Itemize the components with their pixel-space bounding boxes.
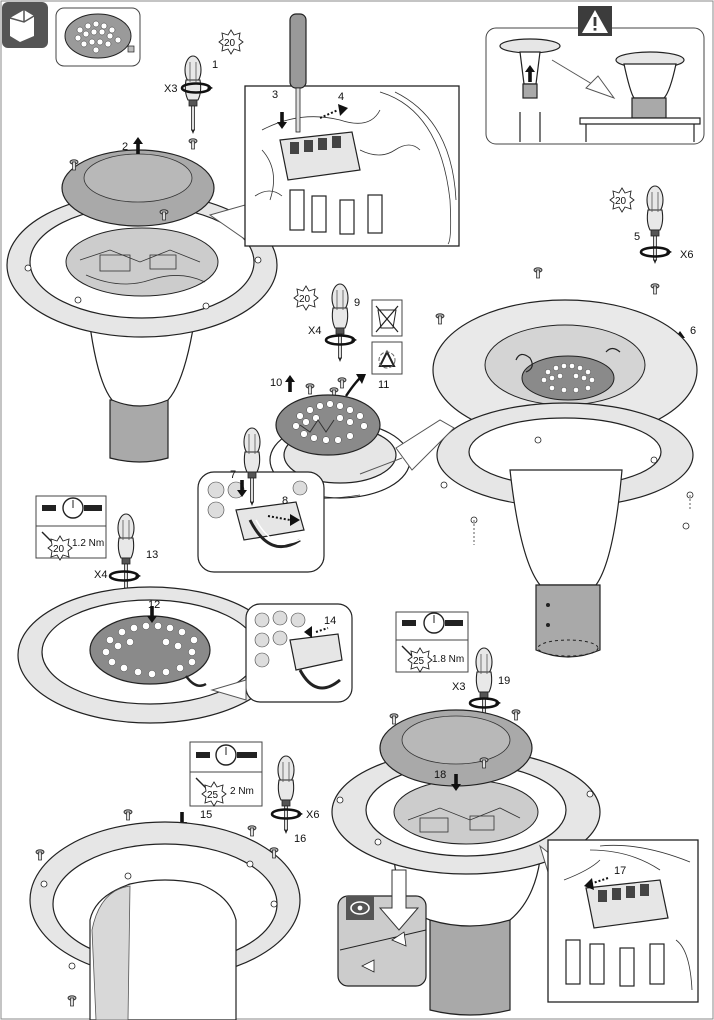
step-17-label: 17: [614, 865, 626, 877]
step-5-6-lamp: 20 5 X6 6: [432, 185, 698, 658]
step-1-label: 1: [212, 59, 218, 71]
torque-1-8nm: 1.8 Nm: [432, 654, 464, 665]
bit-size-25-a: 25: [207, 790, 219, 801]
led-module-icon: [55, 7, 141, 67]
step-10-label: 10: [270, 377, 282, 389]
step-9-label: 9: [354, 297, 360, 309]
step-18-label: 18: [434, 769, 446, 781]
torque-wrench-icon-3: [402, 612, 463, 634]
step-19-label: 19: [498, 675, 510, 687]
tools-box-icon: [2, 2, 48, 48]
step-12-14-assembly: 20 1.2 Nm 13 X4 12 14: [17, 495, 353, 724]
multiplier-x6-right: X6: [680, 249, 693, 261]
step-11-label: 11: [378, 379, 389, 391]
step-3-label: 3: [272, 89, 278, 101]
step-2-label: 2: [122, 141, 128, 153]
bit-size-20-d: 20: [53, 544, 65, 555]
step-14-label: 14: [324, 615, 336, 627]
step-16-label: 16: [294, 833, 306, 845]
torque-wrench-icon-2: [196, 744, 257, 766]
step-5-label: 5: [634, 231, 640, 243]
warning-icon: [582, 10, 608, 33]
multiplier-x6-bottom: X6: [306, 809, 319, 821]
warning-panel: [485, 6, 705, 145]
torque-2nm: 2 Nm: [230, 786, 254, 797]
step-15-label: 15: [200, 809, 212, 821]
multiplier-x4-left: X4: [94, 569, 107, 581]
multiplier-x3-bottom: X3: [452, 681, 465, 693]
recycle-icon: [371, 341, 403, 375]
step-1-2-lamp: 2 X3 1 20: [6, 29, 278, 463]
multiplier-x3-top: X3: [164, 83, 177, 95]
step-17-19-assembly: 25 1.8 Nm X3 19 18: [331, 611, 699, 1016]
multiplier-x4-mid: X4: [308, 325, 321, 337]
bit-size-25-b: 25: [413, 656, 425, 667]
step-13-label: 13: [146, 549, 158, 561]
step-4-label: 4: [338, 91, 344, 103]
no-bin-icon: [371, 299, 403, 337]
step-15-16-assembly: 25 2 Nm 15 X6 16: [29, 741, 319, 1020]
bit-size-20-c: 20: [299, 294, 311, 305]
step-6-label: 6: [690, 325, 696, 337]
torque-wrench-icon: [42, 497, 102, 519]
bit-size-20-a: 20: [224, 38, 236, 49]
step-8-label: 8: [282, 495, 288, 507]
terminal-detail-3-4: 3 4: [244, 13, 460, 247]
torque-1-2nm: 1.2 Nm: [72, 538, 104, 549]
eye-icon: [350, 901, 370, 915]
step-12-label: 12: [148, 599, 160, 611]
step-7-label: 7: [230, 469, 236, 481]
bit-size-20-b: 20: [615, 196, 627, 207]
step-7-11-led: 20 9 X4 10 11: [197, 283, 455, 573]
